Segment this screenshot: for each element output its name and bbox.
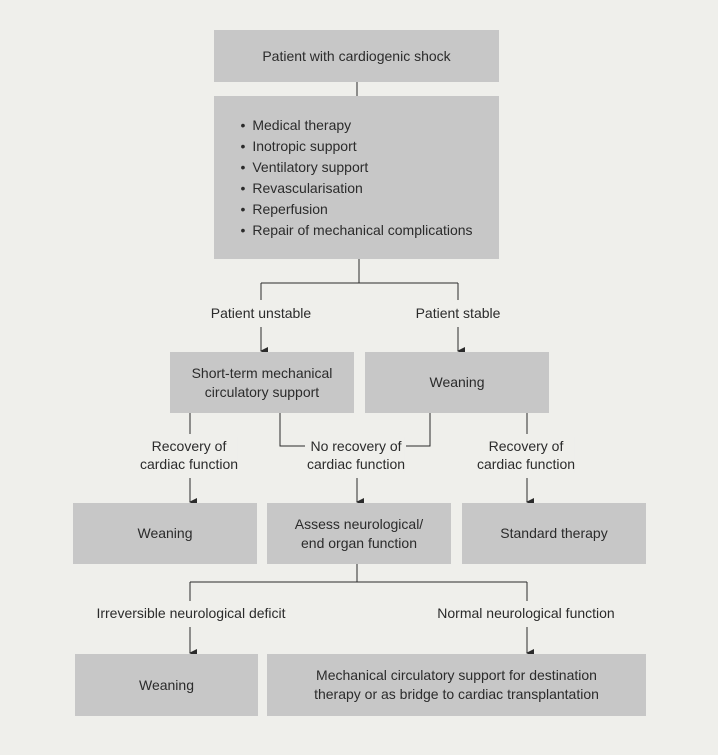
- edge-label-stable: Patient stable: [415, 304, 501, 322]
- connector-no-recovery-right: [406, 413, 431, 447]
- edge-label-normal: Normal neurological function: [437, 604, 615, 622]
- node-treatments: Medical therapy Inotropic support Ventil…: [214, 96, 499, 259]
- node-short-term-mcs: Short-term mechanical circulatory suppor…: [170, 352, 354, 413]
- list-item: Reperfusion: [240, 199, 472, 220]
- list-item: Inotropic support: [240, 136, 472, 157]
- connector-no-recovery-left: [279, 413, 305, 447]
- edge-label-recovery-right: Recovery of cardiac function: [476, 437, 576, 473]
- list-item: Medical therapy: [240, 115, 472, 136]
- list-item: Ventilatory support: [240, 157, 472, 178]
- treatment-list: Medical therapy Inotropic support Ventil…: [240, 115, 472, 241]
- edge-label-unstable: Patient unstable: [210, 304, 312, 322]
- node-assess: Assess neurological/ end organ function: [267, 503, 451, 564]
- edge-label-irreversible: Irreversible neurological deficit: [96, 604, 286, 622]
- node-destination-label: Mechanical circulatory support for desti…: [314, 667, 599, 702]
- node-weaning-stable: Weaning: [365, 352, 549, 413]
- list-item: Repair of mechanical complications: [240, 220, 472, 241]
- edge-label-recovery-left: Recovery of cardiac function: [139, 437, 239, 473]
- node-destination: Mechanical circulatory support for desti…: [267, 654, 646, 716]
- node-start-label: Patient with cardiogenic shock: [262, 47, 451, 64]
- node-weaning-irreversible: Weaning: [75, 654, 258, 716]
- node-weaning-recovery: Weaning: [73, 503, 257, 564]
- list-item: Revascularisation: [240, 178, 472, 199]
- node-weaning-irreversible-label: Weaning: [138, 676, 194, 693]
- node-standard-therapy-label: Standard therapy: [500, 525, 608, 541]
- node-assess-label: Assess neurological/ end organ function: [294, 515, 424, 551]
- edge-label-no-recovery: No recovery of cardiac function: [306, 437, 406, 473]
- node-weaning-stable-label: Weaning: [429, 374, 485, 390]
- node-short-term-mcs-label: Short-term mechanical circulatory suppor…: [191, 364, 333, 400]
- node-weaning-recovery-label: Weaning: [137, 525, 193, 541]
- node-start: Patient with cardiogenic shock: [214, 30, 499, 82]
- node-standard-therapy: Standard therapy: [462, 503, 646, 564]
